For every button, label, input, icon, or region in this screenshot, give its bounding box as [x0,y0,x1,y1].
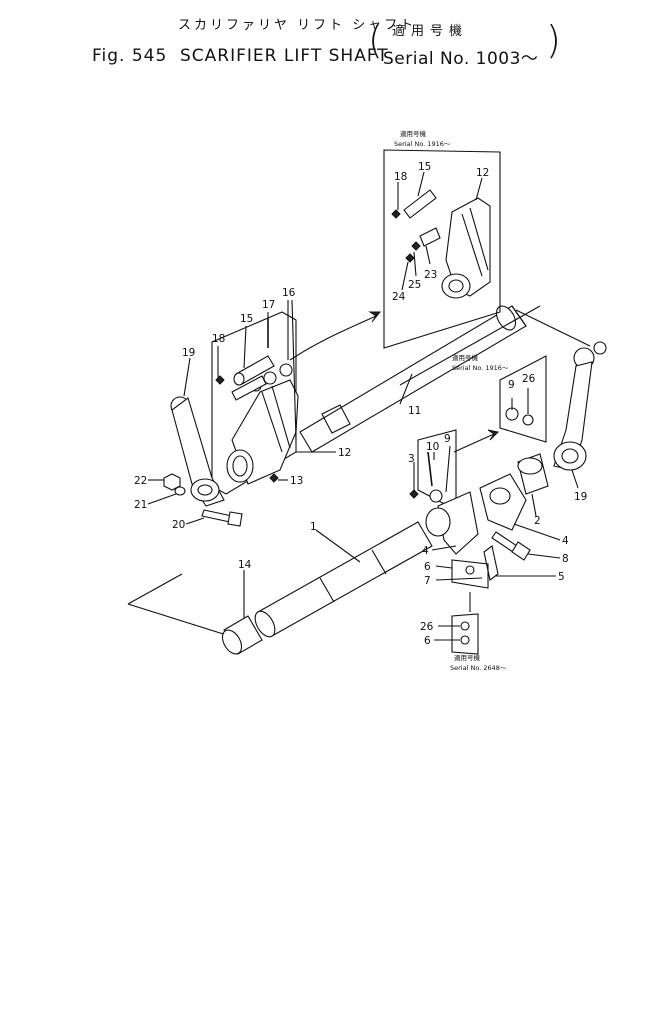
grease-fitting-3 [409,489,419,499]
pin-18-left [215,375,225,385]
inset-right-note: Serial No. 1916～ [452,364,509,372]
arrow-to-top-inset [289,311,382,361]
inset-top-jp: 適用号機 [400,129,427,138]
callout-7: 7 [424,575,431,587]
callout-23: 23 [424,269,437,281]
bearing-cap-4-right [479,473,527,531]
leader-lines [147,171,579,641]
callout-19-left: 19 [182,347,195,359]
nut-22 [163,473,181,491]
lift-shaft-lower [127,521,433,639]
bolt-13 [269,473,279,483]
inset-box-lower-a [451,559,489,589]
callout-1: 1 [310,521,317,533]
bolt-20 [201,509,243,527]
callout-11: 11 [408,405,421,417]
callout-17: 17 [262,299,275,311]
figure-title: SCARIFIER LIFT SHAFT [180,46,389,66]
bushing-2 [517,453,549,495]
callout-8: 8 [562,553,569,565]
inset-bottom-note: Serial No. 2648～ [450,664,507,672]
callout-12-top: 12 [476,167,489,179]
callout-25: 25 [408,279,421,291]
pin-15-left [233,355,275,386]
callout-14: 14 [238,559,252,571]
serial-japanese: 適用号機 [392,24,469,39]
inset-top-note: Serial No. 1916～ [394,140,451,148]
callout-26-right: 26 [522,373,536,385]
callout-numbers: 18 15 12 23 25 24 17 16 18 15 19 11 12 1… [134,161,587,647]
callout-21: 21 [134,499,147,511]
callout-16: 16 [282,287,296,299]
callout-6-lower: 6 [424,635,431,647]
callout-3: 3 [408,453,415,465]
callout-4-right: 4 [562,535,569,547]
callout-13: 13 [290,475,303,487]
inset-right-jp: 適用号機 [452,353,479,362]
left-link-19 [170,396,225,507]
inset-box-right: 適用号機 Serial No. 1916～ [452,353,547,443]
callout-22: 22 [134,475,147,487]
inset-box-top: 適用号機 Serial No. 1916～ [383,129,501,349]
inset-bottom-jp: 適用号機 [454,653,481,662]
callout-15-top: 15 [418,161,431,173]
right-link-19 [553,341,607,471]
callout-5: 5 [558,571,565,583]
bearing-4-lower [425,491,479,555]
washer-21 [174,486,186,496]
callout-9-mid: 9 [444,433,451,445]
callout-19-right: 19 [574,491,587,503]
bushing-14 [221,615,263,655]
callout-18-left: 18 [212,333,225,345]
callout-6-upper: 6 [424,561,431,573]
figure-number: Fig. 545 [92,46,168,66]
callout-9-right: 9 [508,379,515,391]
callout-12-left: 12 [338,447,351,459]
callout-18-top: 18 [394,171,407,183]
close-paren: ) [546,18,561,62]
callout-26-lower: 26 [420,621,434,633]
callout-15-left: 15 [240,313,253,325]
bolt-5 [483,545,499,581]
title-japanese: スカリファリヤ リフト シャフト [178,18,417,33]
callout-20: 20 [172,519,185,531]
open-paren: ( [368,18,383,62]
lock-plate-left [231,375,267,401]
lift-shaft-upper [299,305,591,453]
callout-2: 2 [534,515,541,527]
callout-24: 24 [392,291,406,303]
left-lever-arm-12 [226,379,299,485]
callout-4-lower: 4 [422,545,429,557]
inset-box-lower-b: 適用号機 Serial No. 2648～ [450,592,507,672]
serial-range: Serial No. 1003～ [383,49,539,69]
callout-10: 10 [426,441,439,453]
arrow-to-right-inset [453,429,500,453]
bolt-8 [491,531,531,561]
